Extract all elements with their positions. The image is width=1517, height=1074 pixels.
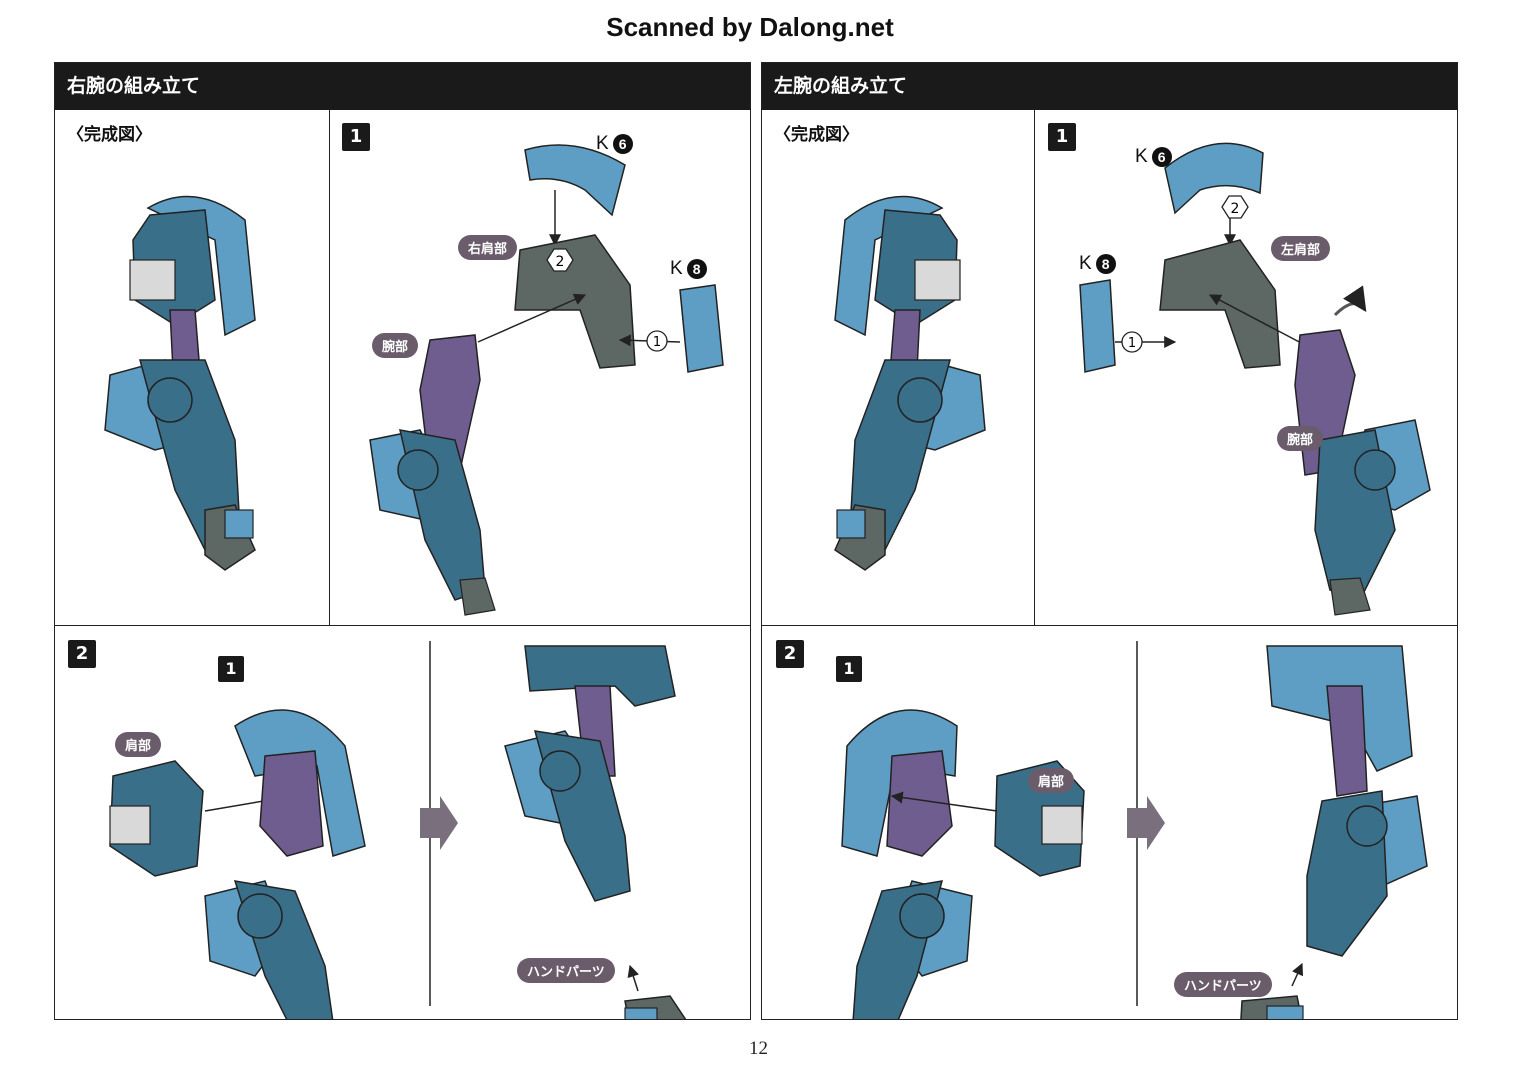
label-hand-parts: ハンドパーツ (1174, 972, 1272, 997)
label-shoulder: 肩部 (115, 732, 162, 757)
scan-credit: Scanned by Dalong.net (606, 12, 894, 42)
section-title: 右腕の組み立て (55, 63, 750, 110)
step1-panel: 1 2 1 (1035, 110, 1457, 626)
order-marker: 2 (546, 248, 574, 272)
label-shoulder: 肩部 (1028, 768, 1075, 793)
label-arm: 腕部 (1277, 426, 1324, 451)
step-number: 1 (342, 123, 370, 151)
step-number: 1 (1048, 123, 1076, 151)
step1-illustration: 2 1 (1079, 142, 1431, 616)
label-hand-parts: ハンドパーツ (517, 958, 615, 983)
step1-illustration: 2 1 (369, 144, 724, 616)
completed-figure-label: 〈完成図〉 (774, 125, 859, 145)
next-arrow-icon (420, 796, 458, 850)
completed-arm-illustration (104, 195, 256, 571)
step-number: 2 (776, 640, 804, 668)
sub-step-number: 1 (836, 656, 862, 682)
section-title: 左腕の組み立て (762, 63, 1457, 110)
label-right-shoulder: 右肩部 (458, 235, 518, 260)
svg-text:1: 1 (1128, 336, 1136, 351)
svg-text:2: 2 (556, 254, 565, 270)
order-marker: 1 (1121, 331, 1143, 353)
svg-text:2: 2 (1231, 201, 1240, 217)
step2-panel: 2 1 肩部 ハン (55, 626, 750, 1019)
step1-panel: 1 2 1 (330, 110, 750, 626)
next-arrow-icon (1127, 796, 1165, 850)
label-arm: 腕部 (372, 333, 419, 358)
page-number: 12 (749, 1038, 768, 1059)
order-marker: 2 (1221, 195, 1249, 219)
sub-step-number: 1 (218, 656, 244, 682)
completed-figure-label: 〈完成図〉 (67, 125, 152, 145)
section-left-arm: 左腕の組み立て 〈完成図〉 1 (761, 62, 1458, 1020)
step2-illustration (841, 641, 1428, 1019)
completed-arm-illustration (834, 195, 986, 571)
label-left-shoulder: 左肩部 (1271, 236, 1331, 261)
svg-text:1: 1 (653, 335, 661, 350)
completed-figure-panel: 〈完成図〉 (55, 110, 330, 626)
step2-panel: 2 1 肩部 ハン (762, 626, 1457, 1019)
section-right-arm: 右腕の組み立て 〈完成図〉 1 (54, 62, 751, 1020)
step2-illustration (109, 641, 687, 1019)
completed-figure-panel: 〈完成図〉 (762, 110, 1035, 626)
step-number: 2 (68, 640, 96, 668)
order-marker: 1 (646, 330, 668, 352)
